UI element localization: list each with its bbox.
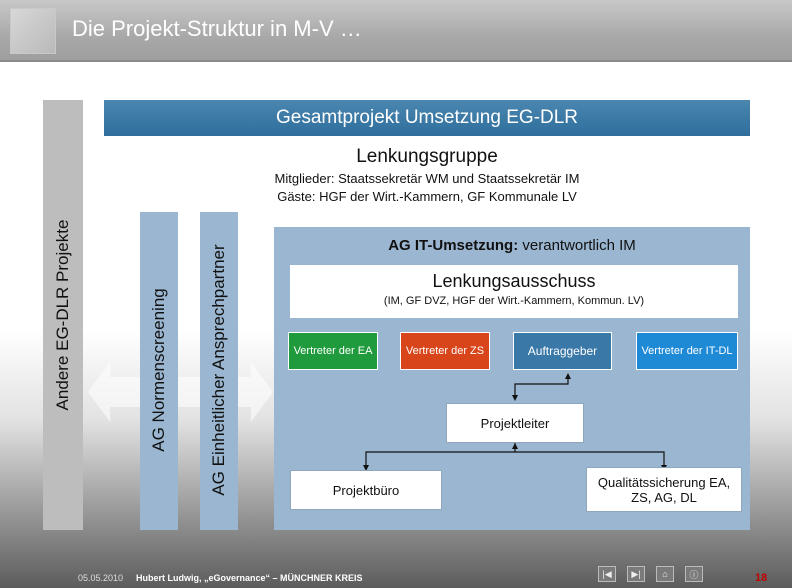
sidebar-andere-projekte: Andere EG-DLR Projekte: [43, 100, 83, 530]
chip-vertreter-zs: Vertreter der ZS: [400, 332, 490, 370]
sidebar-normen-label: AG Normenscreening: [149, 288, 168, 452]
logo-icon: [10, 8, 56, 54]
last-icon[interactable]: ▶|: [627, 566, 645, 582]
qualitaetssicherung-box: Qualitätssicherung EA, ZS, AG, DL: [586, 467, 742, 512]
home-icon[interactable]: ⌂: [656, 566, 674, 582]
projektbuero-box: Projektbüro: [290, 470, 442, 510]
chip-vertreter-itdl: Vertreter der IT-DL: [636, 332, 738, 370]
lenkungsausschuss-title: Lenkungsausschuss: [432, 271, 596, 291]
page-number: 18: [755, 572, 768, 584]
lenkungsgruppe-members: Mitglieder: Staatssekretär WM und Staats…: [274, 171, 580, 186]
lenkungsgruppe-guests: Gäste: HGF der Wirt.-Kammern, GF Kommuna…: [277, 189, 577, 204]
ag-it-heading-rest: verantwortlich IM: [518, 237, 636, 254]
lenkungsgruppe-title: Lenkungsgruppe: [356, 146, 498, 167]
ag-it-heading: AG IT-Umsetzung: verantwortlich IM: [274, 237, 750, 254]
title-bar: Die Projekt-Struktur in M-V …: [0, 0, 792, 62]
chip-vertreter-ea: Vertreter der EA: [288, 332, 378, 370]
sidebar-andere-label: Andere EG-DLR Projekte: [53, 219, 72, 411]
first-icon[interactable]: |◀: [598, 566, 616, 582]
info-icon[interactable]: ⓘ: [685, 566, 703, 582]
sidebar-ansprechpartner: AG Einheitlicher Ansprechpartner: [200, 210, 238, 530]
gesamtprojekt-header: Gesamtprojekt Umsetzung EG-DLR: [104, 100, 750, 136]
ag-it-heading-bold: AG IT-Umsetzung:: [388, 237, 519, 254]
footer-date: 05.05.2010: [78, 573, 124, 583]
projektleiter-box: Projektleiter: [446, 403, 584, 443]
double-arrow-icon: [88, 362, 273, 422]
slide-title: Die Projekt-Struktur in M-V …: [72, 16, 362, 41]
chip-auftraggeber: Auftraggeber: [513, 332, 612, 370]
footer-text: Hubert Ludwig, „eGovernance“ – MÜNCHNER …: [136, 573, 363, 583]
sidebar-normenscreening: AG Normenscreening: [140, 210, 178, 530]
lenkungsausschuss-box: Lenkungsausschuss (IM, GF DVZ, HGF der W…: [290, 265, 738, 318]
lenkungsausschuss-sub: (IM, GF DVZ, HGF der Wirt.-Kammern, Komm…: [383, 295, 645, 307]
sidebar-ansprech-label: AG Einheitlicher Ansprechpartner: [209, 244, 228, 496]
lenkungsgruppe-box: Lenkungsgruppe Mitglieder: Staatssekretä…: [104, 136, 750, 212]
